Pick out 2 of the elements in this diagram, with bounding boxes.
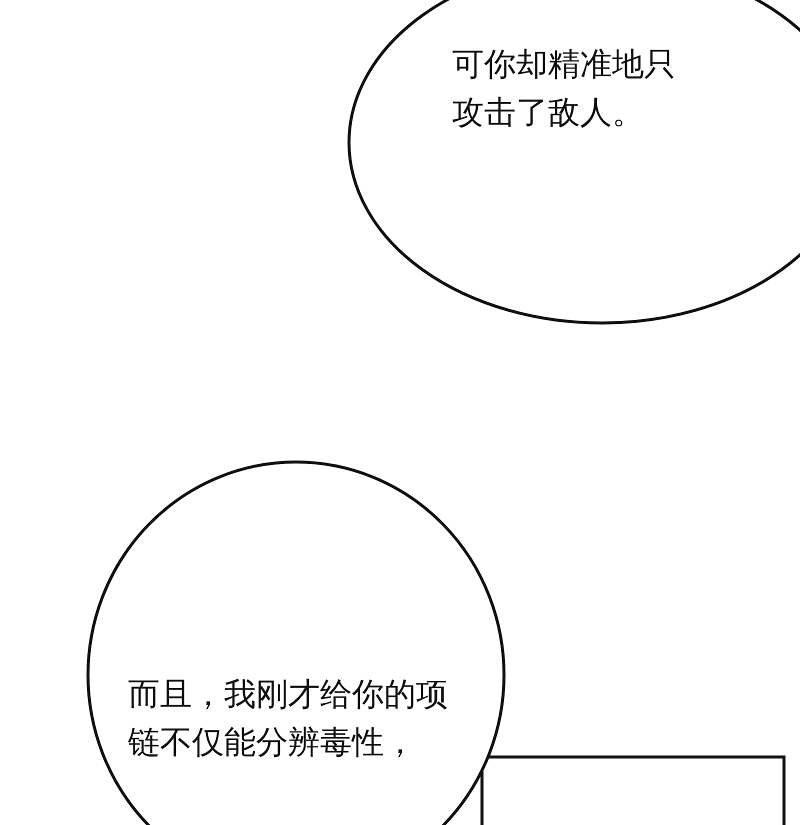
speech-text: 可你却精准地只攻击了敌人。	[452, 44, 677, 133]
speech-text: 而且，我刚才给你的项链不仅能分辨毒性，	[128, 674, 449, 763]
